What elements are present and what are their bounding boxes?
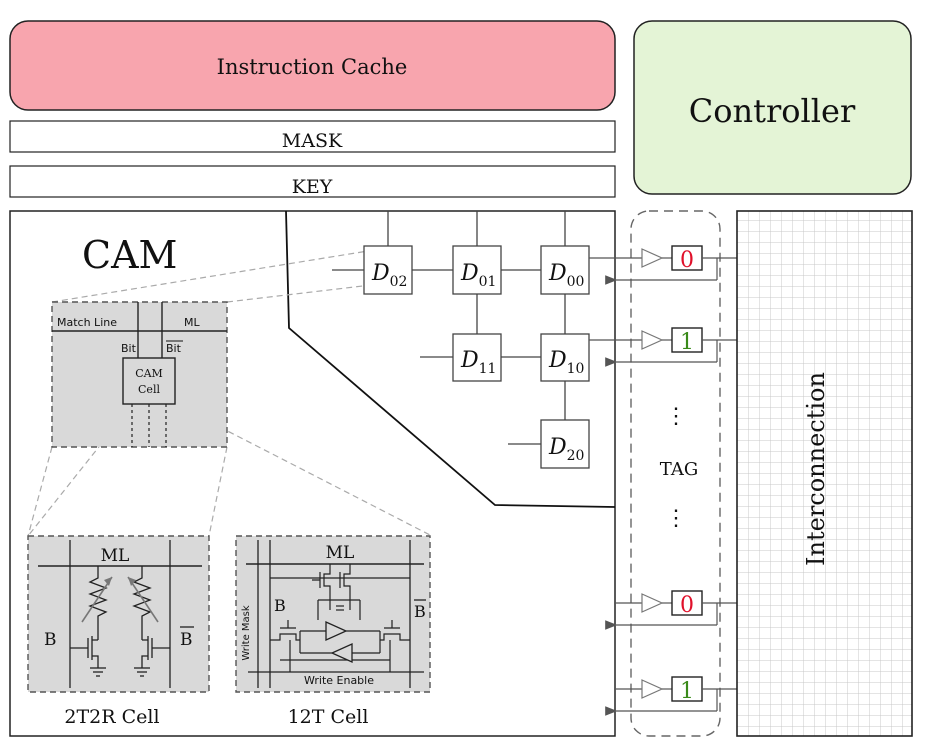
d-sub-00: 00 — [567, 274, 585, 290]
tag-row: 0 — [605, 590, 737, 630]
12t-caption: 12T Cell — [288, 706, 369, 728]
key-register: KEY — [9, 165, 616, 198]
instruction-cache-block: Instruction Cache — [9, 20, 616, 111]
d-sub-20: 20 — [567, 448, 585, 464]
d-sub-10: 10 — [567, 361, 585, 377]
d-letter: D — [371, 261, 390, 286]
tag-row: 0 — [589, 245, 737, 285]
cell-2t2r: ML B B 2T2R Cell — [27, 535, 210, 728]
ml-label: ML — [184, 316, 200, 329]
interconnection-label: Interconnection — [802, 372, 830, 566]
cam-cell-zoom: Match Line ML Bit Bit CAM Cell — [51, 301, 228, 448]
controller-label: Controller — [689, 92, 856, 130]
bit-bar-label: Bit — [166, 342, 182, 355]
tag-bit-box — [671, 676, 703, 702]
bit-label: Bit — [121, 342, 137, 355]
match-line-label: Match Line — [57, 316, 117, 329]
write-mask-label: Write Mask — [241, 605, 252, 661]
svg-text:D00: D00 — [548, 261, 584, 290]
tag-ellipsis-top: ⋮ — [665, 404, 687, 429]
d-letter: D — [460, 261, 479, 286]
d-block-11: D11 — [452, 333, 502, 382]
tag-label: TAG — [660, 459, 698, 480]
cam-cell-label-1: CAM — [135, 367, 163, 380]
2t2r-ml-label: ML — [101, 546, 130, 566]
cam-cell-label-2: Cell — [138, 383, 160, 396]
controller-block: Controller — [633, 20, 912, 195]
cam-array-boundary — [285, 210, 616, 508]
write-enable-label: Write Enable — [304, 674, 374, 687]
tag-ellipsis-bottom: ⋮ — [665, 506, 687, 531]
tag-bit-box — [671, 590, 703, 616]
d-block-20: D20 — [540, 419, 590, 469]
svg-text:D11: D11 — [460, 348, 496, 377]
2t2r-b-label: B — [44, 630, 57, 650]
12t-b-bar-label: B — [414, 602, 426, 621]
buffer-icon — [641, 593, 664, 613]
zoom-guides — [27, 250, 433, 537]
d-block-02: D02 — [363, 245, 413, 295]
2t2r-b-bar-label: B — [180, 630, 193, 650]
d-sub-11: 11 — [479, 361, 497, 377]
instruction-cache-label: Instruction Cache — [217, 55, 408, 79]
tag-bit-box — [671, 245, 703, 271]
buffer-icon — [641, 679, 664, 699]
d-block-01: D01 — [452, 245, 502, 295]
mask-label: MASK — [282, 130, 343, 152]
tag-column: TAG ⋮ ⋮ — [630, 210, 721, 737]
svg-text:D01: D01 — [460, 261, 496, 290]
2t2r-caption: 2T2R Cell — [64, 706, 159, 728]
tag-bit-value: 0 — [680, 593, 694, 618]
d-block-10: D10 — [540, 333, 590, 382]
svg-text:D02: D02 — [371, 261, 407, 290]
d-array-wires — [332, 211, 566, 445]
tag-rows: 0 1 0 1 — [589, 245, 737, 716]
tag-bit-value: 0 — [680, 248, 694, 273]
mask-register: MASK — [9, 120, 616, 153]
d-letter: D — [548, 348, 567, 373]
interconnection-block: Interconnection — [736, 210, 913, 737]
d-block-00: D00 — [540, 245, 590, 295]
d-letter: D — [548, 261, 567, 286]
tag-bit-value: 1 — [680, 679, 694, 704]
buffer-icon — [641, 330, 664, 350]
tag-row: 1 — [605, 676, 737, 716]
tag-bit-value: 1 — [680, 330, 694, 355]
svg-text:D10: D10 — [548, 348, 584, 377]
cell-12t: ML Write Mask B B Write Enable 12T Cell — [235, 535, 431, 728]
12t-ml-label: ML — [326, 543, 355, 563]
d-sub-02: 02 — [390, 274, 408, 290]
key-label: KEY — [292, 176, 333, 198]
cam-label: CAM — [82, 233, 177, 277]
tag-row: 1 — [589, 327, 737, 367]
d-sub-01: 01 — [479, 274, 497, 290]
d-block-array: D02 D01 D00 D11 D10 D20 — [363, 245, 590, 469]
d-letter: D — [548, 435, 567, 460]
svg-text:D20: D20 — [548, 435, 584, 464]
12t-b-label: B — [274, 596, 286, 615]
d-letter: D — [460, 348, 479, 373]
buffer-icon — [641, 248, 664, 268]
